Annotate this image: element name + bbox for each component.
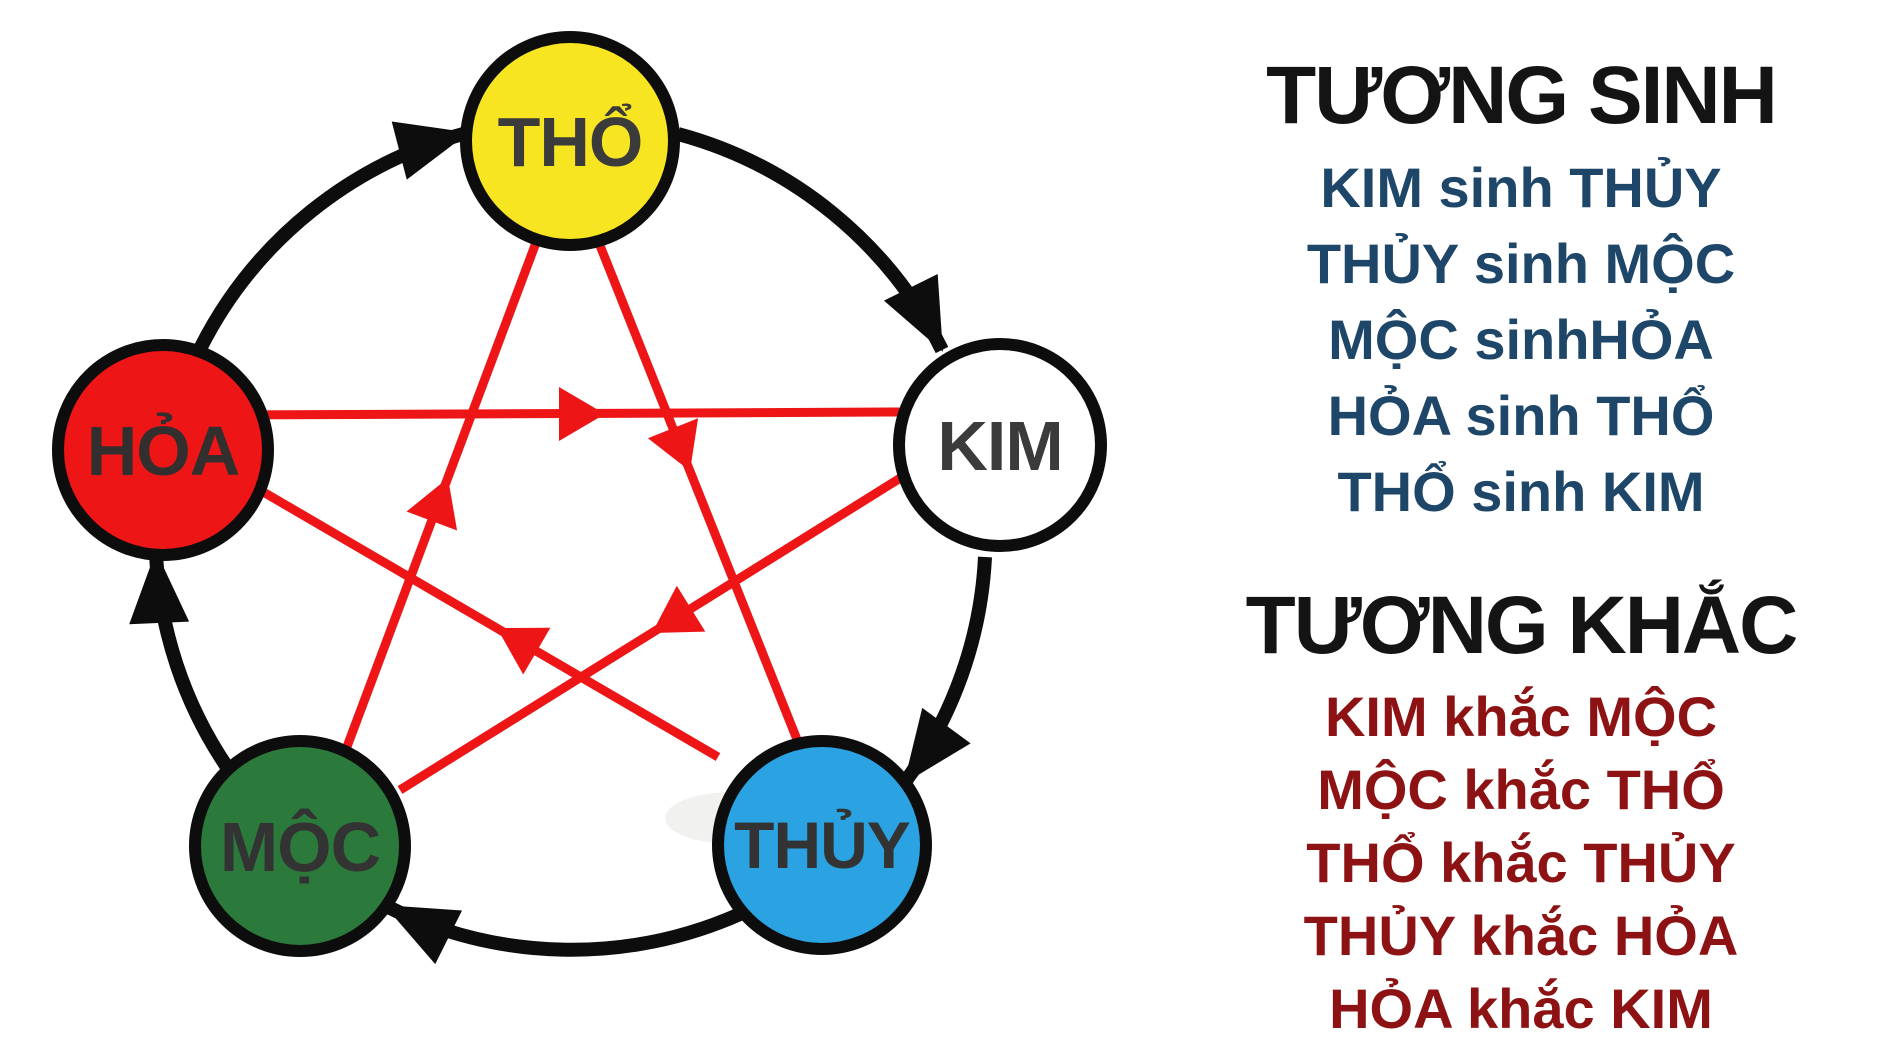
khac-rule-moc-tho: MỘC khắc THỔ xyxy=(1317,758,1725,821)
cycles-text-panel: TƯƠNG SINH KIM sinh THỦY THỦY sinh MỘC M… xyxy=(1168,48,1874,1045)
element-nodes: THỔ KIM THỦY MỘC HỎA xyxy=(52,31,1107,957)
generation-arrow-thuy-to-moc xyxy=(382,899,743,965)
tuong-khac-list: KIM khắc MỘC MỘC khắc THỔ THỔ khắc THỦY … xyxy=(1168,680,1874,1045)
sinh-rule-thuy-moc: THỦY sinh MỘC xyxy=(1306,232,1736,295)
node-kim-label: KIM xyxy=(937,407,1062,485)
generation-arrow-tho-to-kim xyxy=(676,127,949,354)
sinh-rule-moc-hoa: MỘC sinhHỎA xyxy=(1328,308,1714,371)
node-thuy-label: THỦY xyxy=(734,808,910,882)
node-moc-label: MỘC xyxy=(220,807,380,886)
tuong-sinh-list: KIM sinh THỦY THỦY sinh MỘC MỘC sinhHỎA … xyxy=(1168,150,1874,530)
khac-rule-tho-thuy: THỔ khắc THỦY xyxy=(1306,831,1736,894)
destruction-arrowhead-moc-tho xyxy=(406,478,458,531)
node-moc-circle xyxy=(189,735,411,957)
generation-cycle xyxy=(129,121,992,965)
destruction-cycle xyxy=(229,230,905,794)
node-hoa-circle xyxy=(52,339,274,561)
node-tho-circle xyxy=(460,31,680,251)
destruction-arrow-kim-to-moc xyxy=(397,473,905,794)
destruction-arrow-thuy-to-hoa xyxy=(250,482,721,761)
node-hoa-label: HỎA xyxy=(87,411,240,490)
destruction-arrowhead-hoa-kim xyxy=(559,387,605,441)
node-thuy-circle xyxy=(712,735,932,955)
node-kim-circle xyxy=(893,338,1107,552)
tuong-sinh-title: TƯƠNG SINH xyxy=(1266,50,1778,141)
node-tho-label: THỔ xyxy=(498,102,643,181)
destruction-arrowhead-kim-moc xyxy=(652,585,706,633)
khac-rule-thuy-hoa: THỦY khắc HỎA xyxy=(1303,904,1739,967)
destruction-arrowhead-tho-thuy xyxy=(647,418,699,471)
sinh-rule-hoa-tho: HỎA sinh THỔ xyxy=(1327,384,1715,447)
sinh-rule-kim-thuy: KIM sinh THỦY xyxy=(1320,156,1722,219)
generation-arrow-hoa-to-tho xyxy=(194,121,469,351)
generation-arrow-moc-to-hoa xyxy=(129,551,233,771)
destruction-arrowhead-thuy-hoa xyxy=(497,627,551,675)
tuong-khac-title: TƯƠNG KHẮC xyxy=(1245,580,1799,671)
generation-arrow-kim-to-thuy xyxy=(899,556,992,787)
destruction-arrow-tho-to-thuy xyxy=(592,236,805,749)
sinh-rule-tho-kim: THỔ sinh KIM xyxy=(1337,460,1705,523)
khac-rule-hoa-kim: HỎA khắc KIM xyxy=(1329,977,1713,1040)
khac-rule-kim-moc: KIM khắc MỘC xyxy=(1324,685,1718,748)
